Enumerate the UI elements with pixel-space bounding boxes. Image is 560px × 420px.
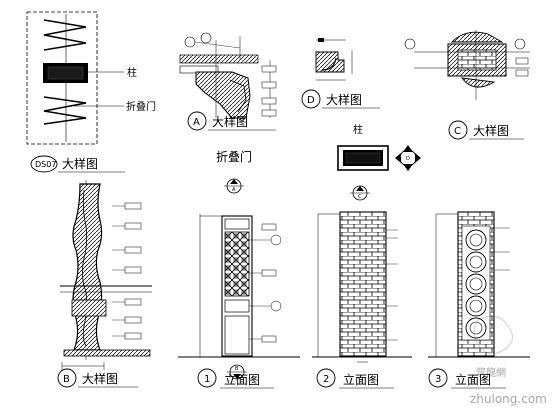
detail-a-callout-circle-2 — [200, 32, 212, 44]
detail-a-title: A 大样图 — [187, 111, 276, 131]
marker-b-letter: B — [235, 366, 239, 372]
folding-door-top-label: 折叠门 — [216, 149, 252, 164]
brick-column-elevation — [339, 211, 387, 357]
detail-b-title: B 大样图 — [57, 368, 138, 388]
elev3-title: 立面图 — [455, 372, 491, 387]
detail-c — [404, 30, 530, 100]
detail-d-callout-letter: D — [307, 95, 315, 106]
detail-c-title: C 大样图 — [448, 120, 524, 140]
detail-c-callout-title: 大样图 — [473, 123, 509, 138]
detail-d-callout-title: 大样图 — [326, 92, 362, 107]
ds07-title: DS07 大样图 — [30, 155, 125, 173]
column-plan-symbol: 柱 — [337, 123, 389, 171]
door-lattice-panel — [224, 231, 250, 297]
ds07-callout-letter: DS07 — [35, 160, 56, 169]
elevation-2 — [312, 211, 412, 363]
watermark-brand: 筑龍網 — [476, 366, 506, 379]
detail-a-section-body — [195, 71, 251, 119]
door-lower-panel — [224, 315, 250, 355]
detail-d-title: D 大样图 — [301, 89, 380, 109]
detail-d-callout-bubble — [301, 89, 321, 109]
ds07-dashed-frame — [26, 11, 98, 145]
detail-c-callout-circle-2 — [514, 38, 526, 50]
section-marker-d: D — [395, 145, 421, 171]
elevation-3-title: 3 立面图 — [428, 368, 506, 389]
elev2-number: 2 — [323, 374, 329, 385]
watermark-site: zhulong.com — [470, 392, 547, 406]
ds07-callout-title: 大样图 — [62, 156, 98, 171]
detail-b — [60, 180, 152, 370]
elevation-3 — [428, 211, 530, 358]
detail-c-callout-circle-1 — [404, 38, 416, 50]
marker-c-letter: C — [358, 194, 362, 200]
ornament-circles — [465, 229, 487, 339]
detail-a-callout-title: 大样图 — [212, 114, 248, 129]
folding-door-heading: 折叠门 A — [216, 149, 252, 194]
elevation-1: B — [178, 214, 300, 380]
elev1-number-bubble — [197, 368, 217, 388]
column-label: 柱 — [127, 66, 137, 79]
detail-d — [315, 38, 353, 81]
ds07-plan-detail: 柱 折叠门 — [26, 11, 156, 145]
column-plan-core — [47, 66, 84, 80]
detail-a-callout-bubble — [187, 111, 207, 131]
lower-zigzag-door — [43, 96, 87, 125]
marker-a-letter: A — [232, 187, 236, 193]
ornament-circle — [465, 295, 487, 317]
elev1-title: 立面图 — [224, 372, 260, 387]
watermark: 筑龍網 zhulong.com — [470, 315, 547, 406]
detail-b-callout-letter: B — [63, 374, 70, 385]
detail-c-top-cap — [450, 31, 504, 43]
detail-a-callout-letter: A — [193, 117, 200, 128]
detail-c-callout-bubble — [448, 120, 468, 140]
column-top-label: 柱 — [353, 123, 363, 136]
section-marker-c: C — [350, 185, 370, 201]
detail-b-base-block — [71, 299, 107, 317]
watermark-logo — [473, 315, 514, 355]
detail-b-callout-bubble — [57, 368, 77, 388]
detail-c-bottom-cap — [461, 77, 496, 88]
elev3-number-bubble — [428, 368, 448, 388]
detail-b-column-body — [72, 183, 103, 351]
folding-door-label: 折叠门 — [126, 100, 156, 113]
elev1-callout-2 — [270, 300, 282, 312]
ornament-circle — [465, 273, 487, 295]
elev3-number: 3 — [435, 374, 441, 385]
elev1-number: 1 — [204, 374, 210, 385]
elev2-title: 立面图 — [343, 372, 379, 387]
ornament-circle — [465, 251, 487, 273]
elevation-2-title: 2 立面图 — [316, 368, 394, 389]
detail-a — [179, 32, 277, 119]
marker-d-letter: D — [406, 156, 410, 162]
door-mid-panel — [224, 299, 250, 313]
detail-a-dim-bar — [179, 54, 259, 64]
elevation-1-title: 1 立面图 — [197, 368, 274, 389]
upper-zigzag-door — [43, 19, 87, 51]
elev1-callout-1 — [270, 234, 282, 246]
elev2-number-bubble — [316, 368, 336, 388]
detail-b-callout-title: 大样图 — [82, 371, 118, 386]
ds07-callout-bubble — [30, 155, 58, 173]
detail-c-callout-letter: C — [454, 126, 461, 137]
ornament-circle — [465, 229, 487, 251]
detail-a-callout-circle-1 — [184, 36, 196, 48]
detail-d-profile — [315, 51, 345, 73]
ornament-circle — [465, 317, 487, 339]
